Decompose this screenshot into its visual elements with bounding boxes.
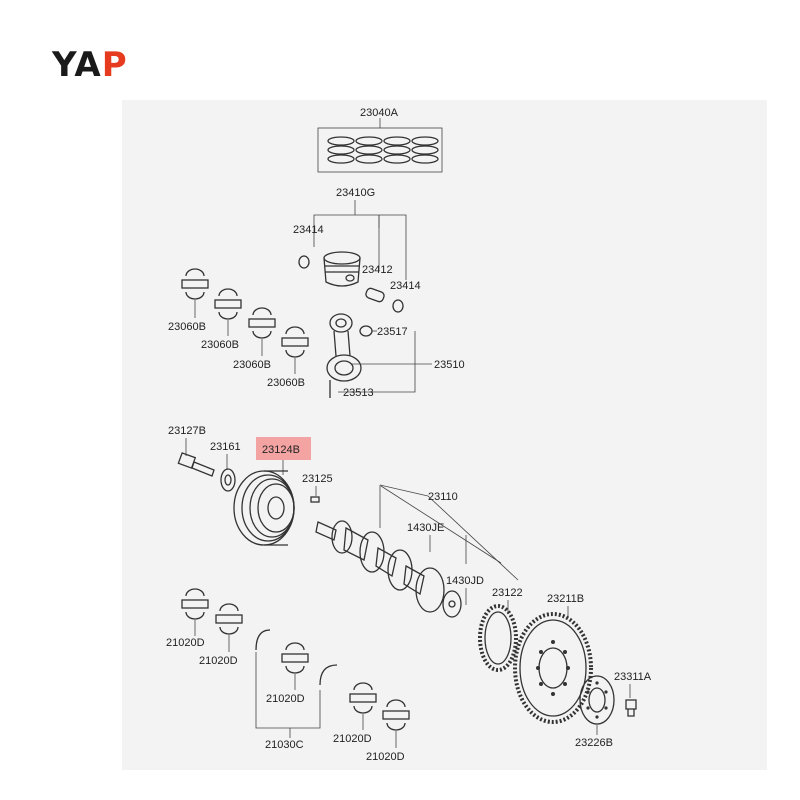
label-23110: 23110 <box>428 491 458 503</box>
piston-pin <box>365 287 385 303</box>
label-23124b: 23124B <box>262 444 300 456</box>
adapter-plate <box>579 675 615 725</box>
rod-bearing-4 <box>281 326 309 358</box>
label-21020d-5: 21020D <box>366 751 405 763</box>
piston <box>323 251 361 287</box>
label-23414-right: 23414 <box>390 280 421 292</box>
label-23517: 23517 <box>377 326 408 338</box>
snap-ring-right <box>392 299 404 313</box>
label-21030c: 21030C <box>265 739 304 751</box>
rod-bearing-1 <box>181 268 209 300</box>
label-23410g: 23410G <box>336 187 375 199</box>
logo-text-dark: YA <box>52 45 102 85</box>
label-23311a: 23311A <box>614 671 652 683</box>
piston-rings <box>317 118 443 173</box>
flywheel-bolt <box>625 699 637 717</box>
label-21020d-2: 21020D <box>199 655 238 667</box>
label-21020d-4: 21020D <box>333 733 372 745</box>
main-bearing-1 <box>181 588 209 620</box>
label-23414-left: 23414 <box>293 224 324 236</box>
label-1430jd: 1430JD <box>446 575 484 587</box>
label-23060b-1: 23060B <box>168 321 206 333</box>
label-1430je: 1430JE <box>407 522 444 534</box>
label-23060b-2: 23060B <box>201 339 239 351</box>
label-23125: 23125 <box>302 473 333 485</box>
label-23060b-4: 23060B <box>267 377 305 389</box>
label-23412: 23412 <box>362 264 393 276</box>
label-23127b: 23127B <box>168 425 206 437</box>
crankshaft <box>315 520 462 618</box>
connecting-rod <box>326 313 362 398</box>
sensor-wheel <box>478 604 518 672</box>
pulley-bolt <box>177 452 215 477</box>
brand-logo: YAP <box>52 48 128 82</box>
damper-pulley <box>233 470 295 546</box>
diagram-panel <box>122 100 767 770</box>
woodruff-key <box>310 496 320 503</box>
label-23161: 23161 <box>210 441 241 453</box>
thrust-washer-halves <box>255 629 338 686</box>
label-21020d-3: 21020D <box>266 693 305 705</box>
rod-bearing-2 <box>214 288 242 320</box>
label-23513: 23513 <box>343 387 374 399</box>
label-23060b-3: 23060B <box>233 359 271 371</box>
label-23211b: 23211B <box>547 593 584 605</box>
label-21020d-1: 21020D <box>166 637 205 649</box>
flywheel <box>513 612 593 724</box>
main-bearing-2 <box>215 603 243 635</box>
label-23226b: 23226B <box>575 737 613 749</box>
label-23510: 23510 <box>434 359 465 371</box>
label-23122: 23122 <box>492 587 523 599</box>
rod-bushing <box>359 325 373 337</box>
logo-text-accent: P <box>101 45 128 85</box>
rod-bearing-3 <box>248 307 276 339</box>
highlight-box <box>256 437 311 460</box>
label-23040a: 23040A <box>360 107 399 119</box>
snap-ring-left <box>298 255 310 269</box>
main-bearing-4 <box>349 682 377 714</box>
main-bearing-5 <box>382 699 410 731</box>
washer <box>220 468 236 492</box>
main-bearing-3 <box>281 642 309 674</box>
